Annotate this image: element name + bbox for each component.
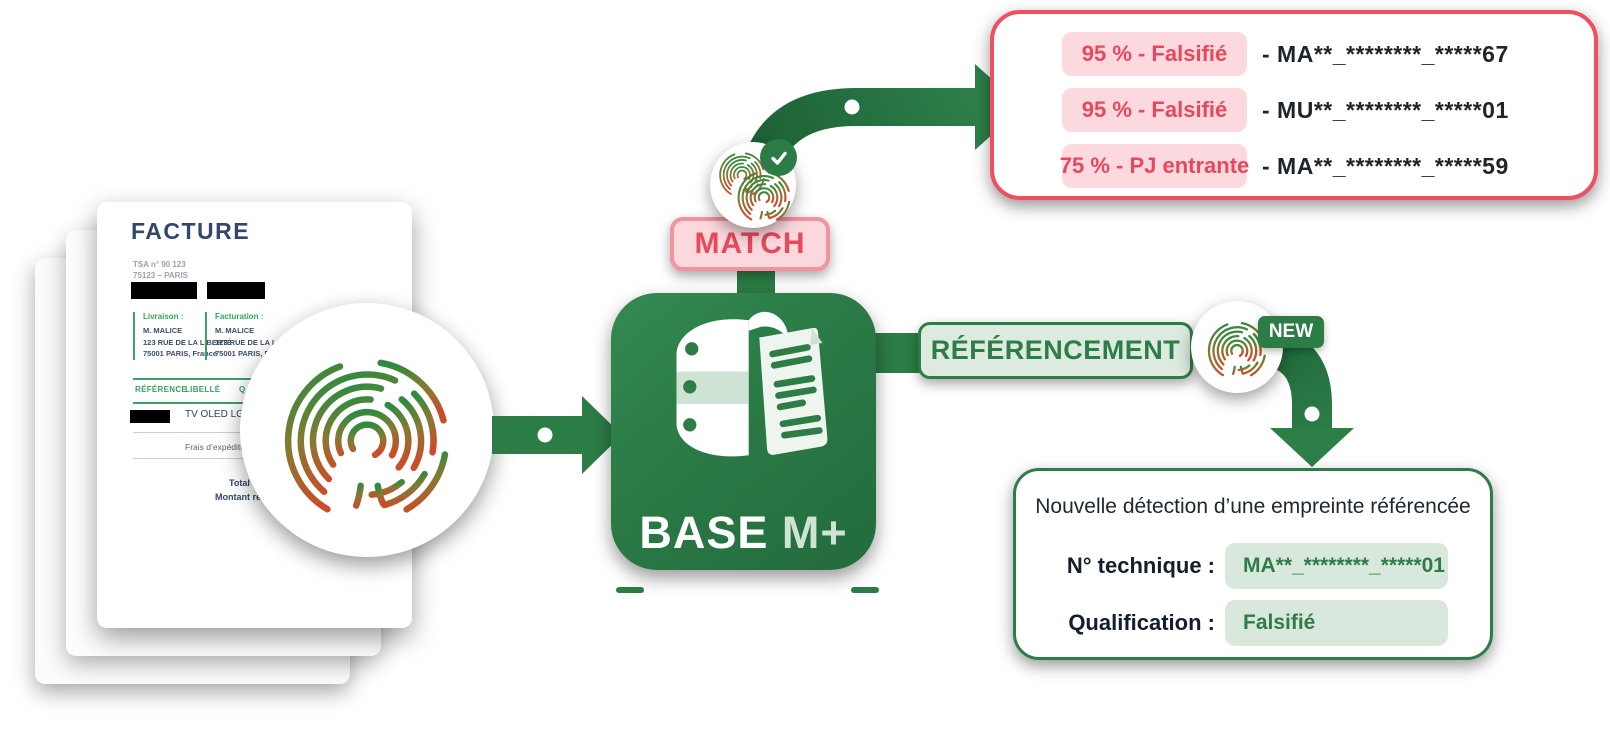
col-header-reference: RÉFÉRENCE [135,385,188,394]
detection-box: Nouvelle détection d’une empreinte référ… [1013,468,1493,660]
detection-row-label: Qualification : [1068,610,1215,635]
redacted-reference [130,410,170,423]
base-label: BASE M+ [611,507,876,559]
invoice-total-line: Total fa [229,478,261,488]
redacted-bar [207,282,265,299]
col-header-libelle: LIBELLÉ [185,385,221,394]
delivery-line: M. MALICE [143,326,183,335]
check-badge [760,139,797,176]
base-foot-dash [851,587,879,593]
billing-line: 123 RUE DE LA LIBERTÉ [215,337,304,347]
billing-heading: Facturation : [215,312,264,321]
billing-address-block: Facturation : M. MALICE 123 RUE DE LA LI… [205,312,304,360]
match-score-badge: 95 % - Falsifié [1062,88,1247,132]
detection-title: Nouvelle détection d’une empreinte référ… [1035,495,1471,518]
match-result-row: 75 % - PJ entrante - MA**_********_*****… [1060,144,1594,188]
match-score-badge: 75 % - PJ entrante [1060,144,1249,188]
detection-row-label: N° technique : [1066,553,1215,578]
col-header-qty: Q [239,385,246,394]
check-icon [770,151,787,165]
match-reference: - MA**_********_*****67 [1262,40,1509,67]
redacted-bar [131,282,197,299]
fingerprint-circle [240,303,494,557]
referencement-label: RÉFÉRENCEMENT [918,322,1193,379]
table-row-label: TV OLED LG [185,409,244,420]
detection-row-value: Falsifié [1225,600,1448,646]
new-badge: NEW [1258,316,1324,348]
match-results-box: 95 % - Falsifié - MA**_********_*****67 … [990,10,1598,200]
invoice-title: FACTURE [131,218,251,244]
match-result-row: 95 % - Falsifié - MA**_********_*****67 [1062,32,1594,76]
arrowhead-icon [1270,428,1354,467]
detection-row-value: MA**_********_*****01 [1225,543,1448,589]
invoice-paid-line: Montant réglé [215,492,275,502]
base-foot-dash [616,587,644,593]
detection-row: Qualification : Falsifié [1016,600,1490,646]
connector-base-to-ref [868,333,922,373]
invoice-meta-line2: 75123 – PARIS [133,271,188,280]
table-row-label: Frais d’expédition [185,442,252,452]
match-result-row: 95 % - Falsifié - MU**_********_*****01 [1062,88,1594,132]
delivery-line: 75001 PARIS, France [143,349,218,358]
invoice-meta: TSA n° 90 123 75123 – PARIS [133,259,188,281]
flow-dot [844,99,860,115]
delivery-heading: Livraison : [143,312,184,321]
flow-dot [537,427,553,443]
billing-line: M. MALICE [215,326,255,335]
invoice-meta-line1: TSA n° 90 123 [133,260,186,269]
match-reference: - MU**_********_*****01 [1262,96,1509,123]
match-score-badge: 95 % - Falsifié [1062,32,1247,76]
base-label-main: BASE [639,507,769,558]
billing-line: 75001 PARIS, France [215,349,290,358]
base-label-suffix: M+ [781,507,848,558]
delivery-address-block: Livraison : M. MALICE 123 RUE DE LA LIBE… [133,312,232,360]
detection-row: N° technique : MA**_********_*****01 [1016,543,1490,589]
delivery-line: 123 RUE DE LA LIBERTÉ [143,337,232,347]
flow-dot [1304,406,1320,422]
match-reference: - MA**_********_*****59 [1262,152,1509,179]
base-mplus-icon: BASE M+ [611,293,876,570]
arrowhead-icon [582,396,622,474]
database-icon [676,311,828,457]
